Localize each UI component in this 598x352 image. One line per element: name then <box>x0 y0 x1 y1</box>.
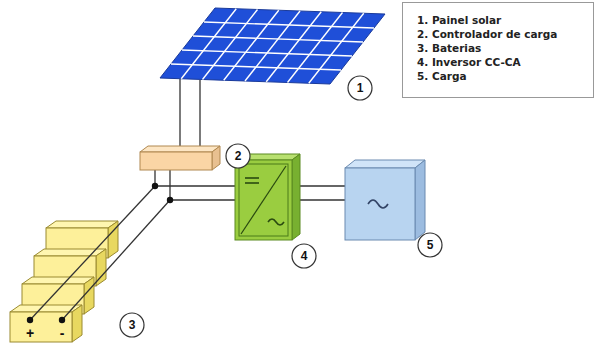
inverter <box>235 154 300 240</box>
terminal-sign: + <box>26 325 34 341</box>
callout-circles <box>120 76 442 337</box>
callout-number: 1 <box>347 75 373 101</box>
legend-box: 1. Painel solar2. Controlador de carga3.… <box>402 2 594 98</box>
legend-entry: 3. Baterias <box>417 41 583 55</box>
legend-entry: 4. Inversor CC-CA <box>417 55 583 69</box>
charge-controller <box>140 146 220 170</box>
callout-number: 2 <box>225 143 251 169</box>
callout-number: 3 <box>119 312 145 338</box>
junction-dots <box>27 183 173 323</box>
callout-number: 4 <box>291 243 317 269</box>
callout-number: 5 <box>417 232 443 258</box>
legend-entry: 2. Controlador de carga <box>417 27 583 41</box>
battery-stack <box>10 221 118 342</box>
legend-entry: 5. Carga <box>417 69 583 83</box>
panel-wires <box>180 79 200 147</box>
load-cube <box>345 160 425 240</box>
battery-wires <box>30 186 170 320</box>
solar-panel <box>160 8 385 84</box>
legend-entry: 1. Painel solar <box>417 13 583 27</box>
terminal-sign: - <box>60 325 65 341</box>
